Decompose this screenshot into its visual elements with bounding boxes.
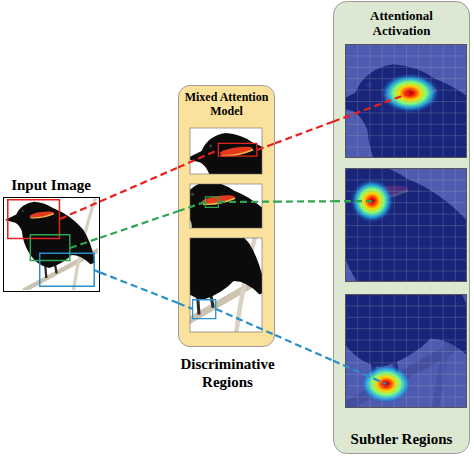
dashed-leader	[333, 200, 372, 202]
heat-tint	[345, 44, 467, 158]
activation-panel: Attentional ActivationSubtler Regions	[333, 1, 470, 454]
heatmap-frame	[346, 45, 467, 158]
photo-ground	[345, 44, 467, 158]
heatmap	[286, 213, 474, 417]
heat-grid	[345, 168, 467, 282]
dashed-leader	[218, 201, 275, 204]
heatmap-photo	[286, 213, 474, 417]
heatmap-frame	[346, 295, 467, 408]
heat-tint	[345, 294, 467, 408]
green-region-box	[205, 197, 218, 207]
dashed-connector	[100, 211, 178, 238]
crops-body	[142, 128, 313, 332]
dashed-leader	[257, 143, 275, 150]
image-heading: Input Image	[0, 176, 110, 194]
red-region-box	[218, 143, 257, 156]
crop-frame	[190, 238, 262, 332]
crop-frame	[190, 128, 262, 174]
input-image-box: Input Image	[3, 197, 100, 292]
heat-tint	[345, 168, 467, 282]
crop-image	[142, 198, 269, 332]
dashed-leader	[60, 202, 100, 219]
panel-caption: Subtler Regions	[334, 430, 469, 448]
panel-title: Mixed Attention Model	[179, 86, 274, 118]
heatmaps-body	[286, 44, 474, 416]
green-region-box	[30, 235, 69, 261]
dashed-leader	[333, 361, 386, 384]
red-region-box	[8, 200, 60, 239]
crops-art	[179, 86, 274, 346]
crop-frame	[190, 184, 262, 228]
dashed-leader	[94, 270, 100, 272]
bird-scene-use	[142, 198, 269, 332]
photo-ground	[345, 168, 467, 282]
dashed-connector	[275, 335, 333, 361]
input-image-art	[4, 198, 99, 291]
dashed-leader	[216, 309, 275, 335]
dashed-leader	[178, 303, 193, 309]
heat-grid	[345, 44, 467, 158]
dashed-leader	[178, 202, 205, 211]
blue-region-box	[193, 300, 216, 319]
bird-scene-use	[286, 213, 474, 417]
dashed-connector	[275, 200, 333, 203]
photo-ground	[345, 294, 467, 408]
panel-caption: Discriminative Regions	[165, 355, 290, 391]
heatmaps-art	[334, 2, 469, 453]
dashed-leader	[333, 93, 410, 122]
dashed-leader	[178, 150, 218, 167]
heatmap-frame	[346, 169, 467, 282]
dashed-connector	[275, 122, 333, 144]
dashed-leader	[70, 238, 100, 248]
heat-grid	[345, 294, 467, 408]
dashed-connector	[100, 167, 178, 201]
dashed-connector	[100, 272, 178, 303]
panel-title: Attentional Activation	[334, 2, 469, 38]
attention-panel: Mixed Attention ModelDiscriminative Regi…	[178, 85, 275, 347]
blue-region-box	[40, 253, 95, 286]
